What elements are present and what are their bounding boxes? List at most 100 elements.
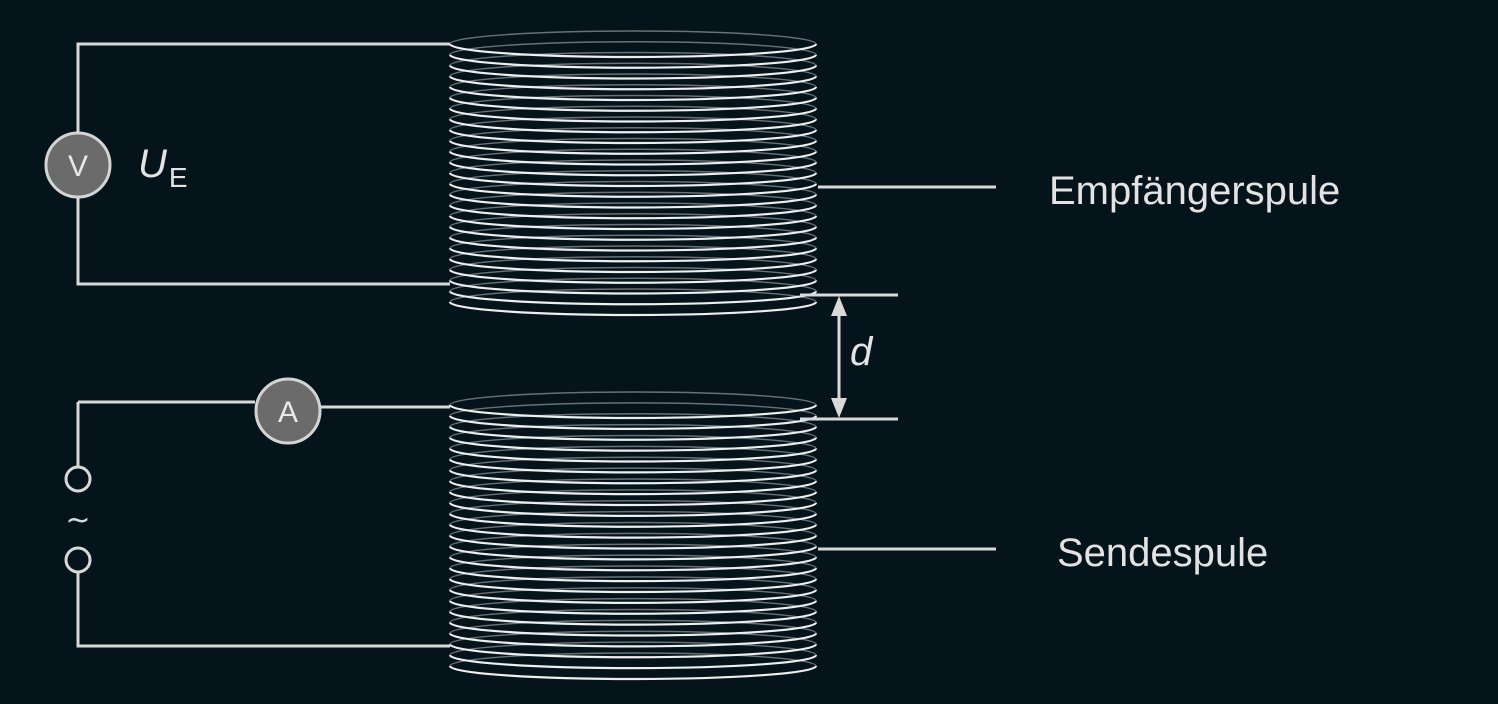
coil-winding-front xyxy=(448,545,818,561)
ammeter-label: A xyxy=(278,396,298,429)
coil-winding-front xyxy=(448,204,818,220)
voltage-symbol: U xyxy=(138,142,168,186)
coil-winding-front xyxy=(448,513,818,528)
coil-winding-back xyxy=(449,137,817,152)
coil-winding-front xyxy=(448,118,818,134)
coil-winding-back xyxy=(449,565,817,580)
coil-winding-back xyxy=(449,105,817,120)
coil-winding-back xyxy=(449,62,817,77)
coil-winding-back xyxy=(449,180,817,195)
ac-terminal-top xyxy=(64,465,92,493)
coil-winding-front xyxy=(448,258,818,274)
coil-winding-back xyxy=(449,554,817,569)
coil-winding-back xyxy=(449,266,817,281)
coil-winding-back xyxy=(449,467,817,482)
coil-winding-front xyxy=(448,215,818,231)
coil-winding-back xyxy=(449,500,817,514)
coil-winding-front xyxy=(448,578,818,594)
coil-winding-front xyxy=(448,247,818,263)
coil-winding-front xyxy=(448,535,818,550)
coil-winding-front xyxy=(448,54,818,69)
voltage-label: UE xyxy=(138,142,188,193)
coil-winding-front xyxy=(448,643,818,659)
coil-winding-front xyxy=(448,448,818,463)
coil-winding-front xyxy=(448,172,818,188)
coil-winding-front xyxy=(448,404,818,420)
coil-winding-front xyxy=(448,567,818,583)
voltmeter-label: V xyxy=(68,150,88,183)
coil-winding-back xyxy=(449,641,817,656)
coil-winding-back xyxy=(449,202,817,217)
coil-winding-back xyxy=(449,402,817,417)
coil-winding-back xyxy=(449,445,817,460)
coil-winding-front xyxy=(448,183,818,198)
coil-winding-front xyxy=(448,226,818,241)
coil-winding-front xyxy=(448,480,818,496)
coil-winding-front xyxy=(448,43,818,59)
coil-winding-back xyxy=(449,521,817,536)
coil-winding-back xyxy=(449,489,817,504)
coil-winding-front xyxy=(448,108,818,123)
coil-winding-back xyxy=(449,245,817,260)
coil-winding-back xyxy=(449,587,817,601)
coil-winding-front xyxy=(448,269,818,284)
coil-winding-front xyxy=(448,491,818,507)
receiver-circuit: V UE xyxy=(44,42,450,286)
coil-winding-back xyxy=(449,478,817,493)
coil-winding-front xyxy=(448,502,818,517)
coil-winding-back xyxy=(449,543,817,558)
coil-winding-front xyxy=(448,654,818,670)
coil-winding-front xyxy=(448,86,818,102)
distance-arrowhead-up xyxy=(831,296,847,316)
coil-winding-front xyxy=(448,140,818,155)
coil-winding-back xyxy=(449,288,817,303)
coil-winding-front xyxy=(448,151,818,166)
sender-circuit: ~ A xyxy=(64,377,450,648)
coil-winding-back xyxy=(449,170,817,184)
coil-winding-front xyxy=(448,632,818,648)
coil-winding-front xyxy=(448,469,818,485)
coil-winding-front xyxy=(448,75,818,91)
coil-winding-front xyxy=(448,589,818,604)
coil-winding-front xyxy=(448,611,818,626)
receiver-bottom-wire xyxy=(76,198,450,286)
coil-winding-front xyxy=(448,622,818,637)
coil-winding-back xyxy=(449,191,817,206)
coil-winding-back xyxy=(449,652,817,667)
coil-winding-back xyxy=(449,277,817,292)
coil-winding-front xyxy=(448,437,818,452)
coil-winding-front xyxy=(448,129,818,145)
ammeter xyxy=(254,377,322,445)
coil-winding-back xyxy=(449,213,817,227)
ac-symbol: ~ xyxy=(65,503,90,538)
coil-winding-front xyxy=(448,290,818,306)
distance-arrowhead-down xyxy=(831,398,847,418)
receiver-coil-label: Empfängerspule xyxy=(1049,169,1340,213)
coil-winding-back xyxy=(449,116,817,131)
coil-winding-front xyxy=(448,237,818,252)
coil-winding-back xyxy=(449,256,817,270)
receiver-top-wire xyxy=(76,42,450,132)
coil-winding-front xyxy=(448,194,818,209)
coil-winding-back xyxy=(449,576,817,591)
receiver-coil xyxy=(448,30,818,317)
coil-winding-front xyxy=(448,426,818,441)
coil-winding-back xyxy=(449,434,817,449)
coil-winding-front xyxy=(448,600,818,615)
coil-winding-back xyxy=(449,391,817,406)
coil-winding-front xyxy=(448,556,818,572)
distance-symbol: d xyxy=(850,330,874,374)
coil-winding-front xyxy=(448,280,818,295)
coil-winding-back xyxy=(449,30,817,45)
coil-winding-back xyxy=(449,608,817,623)
voltage-subscript: E xyxy=(169,162,188,193)
coil-winding-back xyxy=(449,630,817,645)
coil-winding-back xyxy=(449,234,817,249)
coil-winding-back xyxy=(449,423,817,438)
coil-winding-front xyxy=(448,97,818,112)
coil-winding-back xyxy=(449,127,817,141)
distance-dimension: d xyxy=(800,293,898,421)
coil-winding-back xyxy=(449,413,817,427)
coil-winding-back xyxy=(449,532,817,547)
